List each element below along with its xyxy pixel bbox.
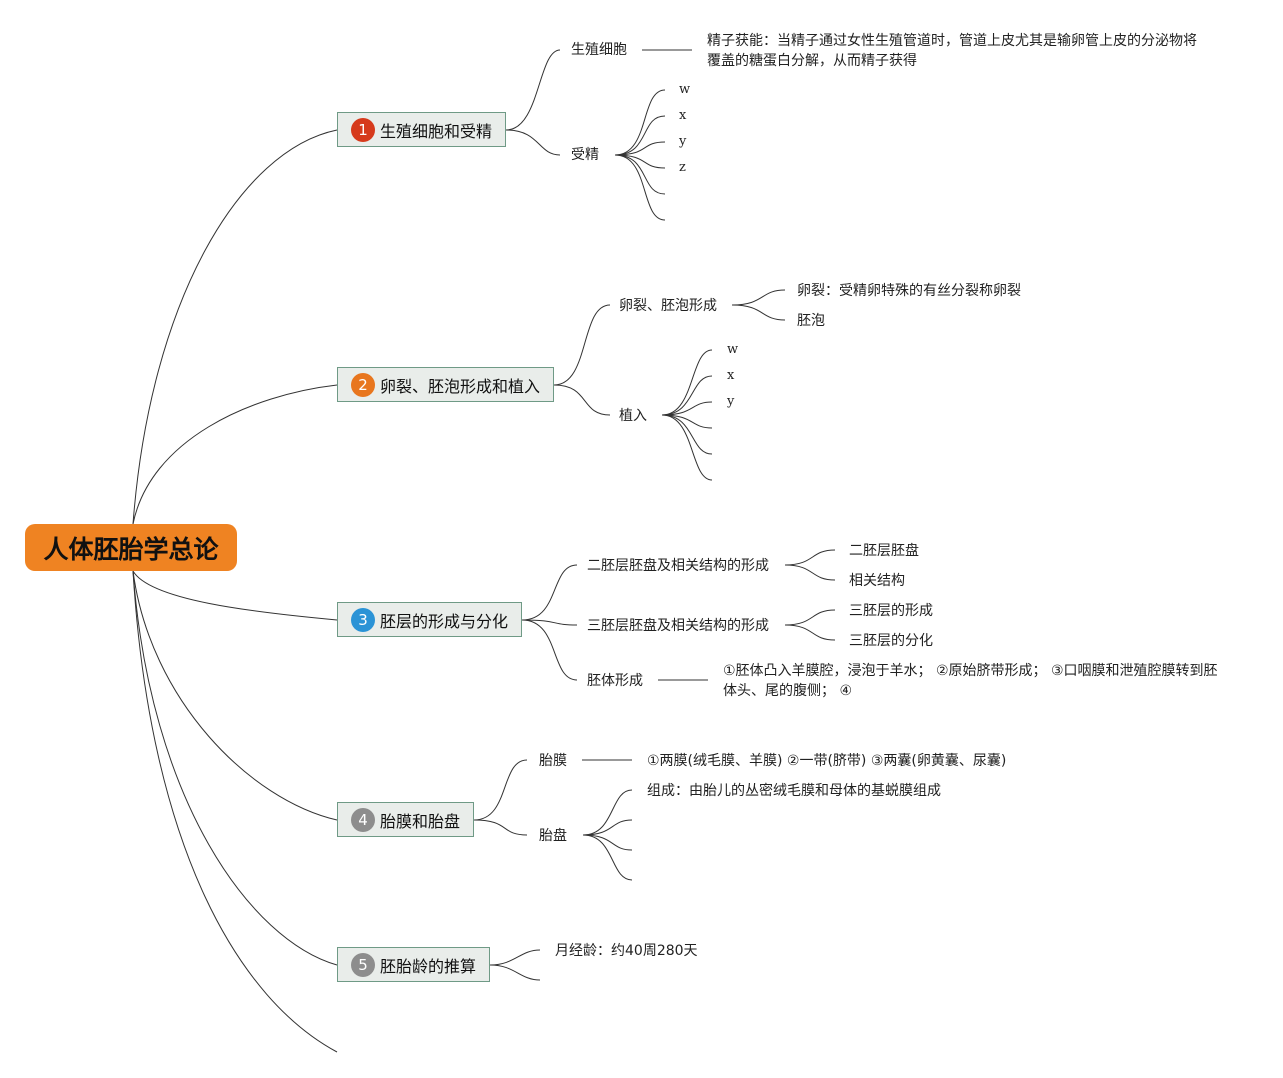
connector	[661, 401, 713, 416]
connector	[521, 564, 578, 621]
connector	[132, 129, 338, 525]
subtopic-bilaminar-disc[interactable]: 二胚层胚盘及相关结构的形成	[587, 558, 769, 574]
root-topic[interactable]: 人体胚胎学总论	[25, 524, 237, 571]
connector	[661, 414, 713, 429]
connector	[784, 549, 836, 566]
connector	[784, 564, 836, 581]
subtopic-implantation[interactable]: 植入	[619, 408, 647, 424]
connector	[731, 304, 786, 321]
topic-embryo-age-estimation[interactable]: 5 胚胎龄的推算	[337, 947, 490, 982]
note-sperm-capacitation[interactable]: 精子获能：当精子通过女性生殖管道时，管道上皮尤其是输卵管上皮的分泌物将覆盖的糖蛋…	[707, 33, 1197, 69]
topic-label: 胚层的形成与分化	[380, 611, 509, 631]
connector	[132, 570, 338, 821]
number-4-badge: 4	[351, 807, 375, 832]
connector	[661, 349, 713, 416]
subtopic-embryo-formation[interactable]: 胚体形成	[587, 673, 643, 689]
connector	[473, 759, 528, 821]
leaf-y[interactable]: y	[727, 394, 735, 409]
subtopic-fertilization[interactable]: 受精	[571, 147, 599, 163]
connector	[661, 414, 713, 455]
leaf-w[interactable]: w	[727, 342, 739, 357]
topic-label: 胎膜和胎盘	[380, 811, 461, 831]
connector	[661, 414, 713, 481]
leaf-trilaminar-differentiation[interactable]: 三胚层的分化	[849, 633, 933, 649]
subtopic-fetal-membranes[interactable]: 胎膜	[539, 753, 567, 769]
note-fetal-membranes[interactable]: ①两膜(绒毛膜、羊膜) ②一带(脐带) ③两囊(卵黄囊、尿囊)	[647, 753, 1007, 769]
leaf-blastocyst[interactable]: 胚泡	[797, 313, 825, 329]
connector	[553, 304, 611, 386]
note-embryo-formation[interactable]: ①胚体凸入羊膜腔，浸泡于羊水； ②原始脐带形成； ③口咽膜和泄殖腔膜转到胚体头、…	[723, 663, 1218, 699]
leaf-x[interactable]: x	[679, 108, 687, 123]
topic-label: 胚胎龄的推算	[380, 956, 477, 976]
connector	[521, 619, 578, 626]
connector	[582, 819, 633, 836]
topic-label: 卵裂、胚泡形成和植入	[380, 376, 541, 396]
connector	[784, 624, 836, 641]
number-5-badge: 5	[351, 952, 375, 977]
connector	[505, 129, 561, 156]
connector	[521, 619, 578, 681]
connector	[614, 141, 666, 156]
topic-cleavage-implantation[interactable]: 2 卵裂、胚泡形成和植入	[337, 367, 554, 402]
connector	[614, 154, 666, 195]
connector	[614, 154, 666, 221]
connector	[132, 570, 338, 621]
leaf-z[interactable]: z	[679, 160, 686, 175]
connector	[489, 949, 541, 966]
connector	[614, 115, 666, 156]
leaf-bilaminar-disc[interactable]: 二胚层胚盘	[849, 543, 919, 559]
connector	[582, 834, 633, 851]
leaf-y[interactable]: y	[679, 134, 687, 149]
subtopic-menstrual-age[interactable]: 月经龄：约40周280天	[555, 943, 698, 959]
connector	[132, 384, 338, 525]
connector	[614, 154, 666, 169]
subtopic-germ-cells[interactable]: 生殖细胞	[571, 42, 627, 58]
connector	[661, 375, 713, 416]
topic-fetal-membranes-placenta[interactable]: 4 胎膜和胎盘	[337, 802, 474, 837]
leaf-related-structures[interactable]: 相关结构	[849, 573, 905, 589]
connector	[784, 609, 836, 626]
connector	[505, 49, 561, 131]
number-2-badge: 2	[351, 372, 375, 397]
connector	[582, 789, 633, 836]
number-3-badge: 3	[351, 607, 375, 632]
leaf-placenta-composition[interactable]: 组成：由胎儿的丛密绒毛膜和母体的基蜕膜组成	[647, 783, 941, 799]
leaf-w[interactable]: w	[679, 82, 691, 97]
topic-label: 生殖细胞和受精	[380, 121, 493, 141]
subtopic-trilaminar-disc[interactable]: 三胚层胚盘及相关结构的形成	[587, 618, 769, 634]
connector	[132, 570, 338, 1053]
connector	[473, 819, 528, 836]
topic-germ-cells-fertilization[interactable]: 1 生殖细胞和受精	[337, 112, 506, 147]
connector	[132, 570, 338, 966]
leaf-cleavage-definition[interactable]: 卵裂：受精卵特殊的有丝分裂称卵裂	[797, 283, 1021, 299]
connector	[731, 289, 786, 306]
subtopic-cleavage-blastocyst[interactable]: 卵裂、胚泡形成	[619, 298, 717, 314]
topic-germ-layers[interactable]: 3 胚层的形成与分化	[337, 602, 522, 637]
leaf-x[interactable]: x	[727, 368, 735, 383]
number-1-badge: 1	[351, 117, 375, 142]
connector	[553, 384, 611, 416]
subtopic-placenta[interactable]: 胎盘	[539, 828, 567, 844]
leaf-trilaminar-formation[interactable]: 三胚层的形成	[849, 603, 933, 619]
connector	[614, 89, 666, 156]
connector	[582, 834, 633, 881]
connector	[489, 964, 541, 981]
